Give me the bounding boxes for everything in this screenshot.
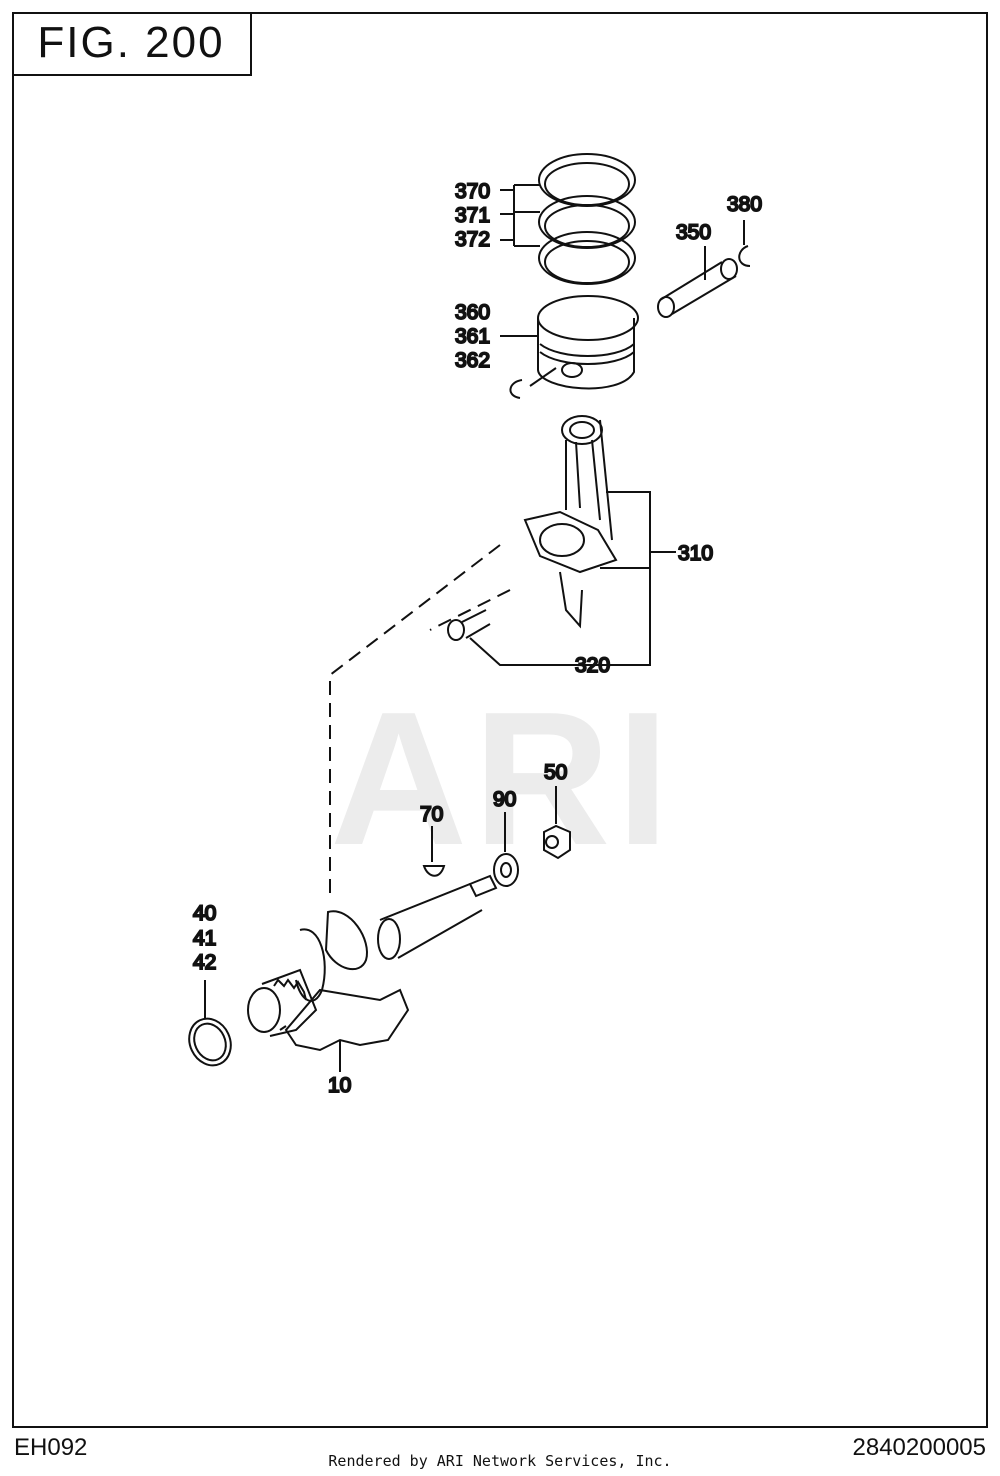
callout-41: 41	[193, 927, 216, 950]
callout-70: 70	[420, 803, 443, 826]
piston[interactable]	[537, 295, 639, 390]
callout-10: 10	[328, 1074, 351, 1097]
callout-50: 50	[544, 761, 567, 784]
callout-372: 372	[455, 228, 490, 251]
washer-90[interactable]	[493, 853, 519, 887]
callout-371: 371	[455, 204, 490, 227]
leader-310	[600, 491, 676, 569]
connecting-rod[interactable]	[523, 415, 618, 629]
piston-pin[interactable]	[657, 258, 738, 318]
key-70[interactable]	[422, 865, 446, 877]
rod-bolt[interactable]	[447, 609, 491, 641]
rendered-by-credit: Rendered by ARI Network Services, Inc.	[328, 1452, 672, 1470]
callout-310: 310	[678, 542, 713, 565]
nut-50[interactable]	[543, 824, 571, 860]
callout-360: 360	[455, 301, 490, 324]
callout-350: 350	[676, 221, 711, 244]
part-code: 2840200005	[852, 1434, 986, 1461]
o-ring[interactable]	[182, 1012, 239, 1072]
callout-320: 320	[575, 654, 610, 677]
callout-370: 370	[455, 180, 490, 203]
crankshaft[interactable]	[247, 874, 498, 1052]
callout-40: 40	[193, 902, 216, 925]
callout-42: 42	[193, 951, 216, 974]
leader-320	[469, 568, 651, 666]
piston-rings[interactable]	[538, 153, 636, 285]
callout-90: 90	[493, 788, 516, 811]
callout-362: 362	[455, 349, 490, 372]
model-code: EH092	[14, 1434, 88, 1461]
clip-380[interactable]	[738, 245, 751, 267]
leader-rings	[500, 184, 540, 247]
figure-label: FIG. 200	[12, 12, 252, 76]
callout-361: 361	[455, 325, 490, 348]
watermark-ari: ARI	[330, 673, 676, 885]
clip-left[interactable]	[509, 379, 523, 399]
callout-380: 380	[727, 193, 762, 216]
leader-clip-left	[529, 367, 557, 387]
drawing-frame	[12, 12, 988, 1428]
dashed-centerline	[329, 544, 511, 900]
